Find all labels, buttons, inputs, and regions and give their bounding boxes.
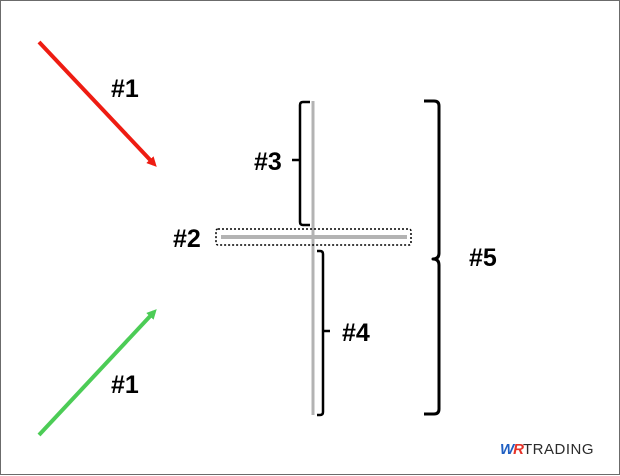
label-open-close-bar: #2	[173, 225, 201, 253]
brand-word: TRADING	[523, 441, 595, 458]
lower-wick-bracket	[317, 249, 330, 417]
brand-mark: WR	[500, 441, 524, 458]
upper-wick-bracket	[292, 100, 310, 227]
label-arrow-lower: #1	[111, 371, 139, 399]
red-arrow	[37, 40, 157, 167]
label-arrow-upper: #1	[111, 75, 139, 103]
label-full-range: #5	[469, 244, 497, 272]
green-arrow	[37, 309, 157, 437]
brand-logo: WR TRADING	[500, 442, 594, 457]
label-lower-wick: #4	[342, 319, 370, 347]
full-range-bracket	[424, 99, 441, 416]
dotted-box	[215, 228, 412, 246]
label-upper-wick: #3	[254, 148, 282, 176]
